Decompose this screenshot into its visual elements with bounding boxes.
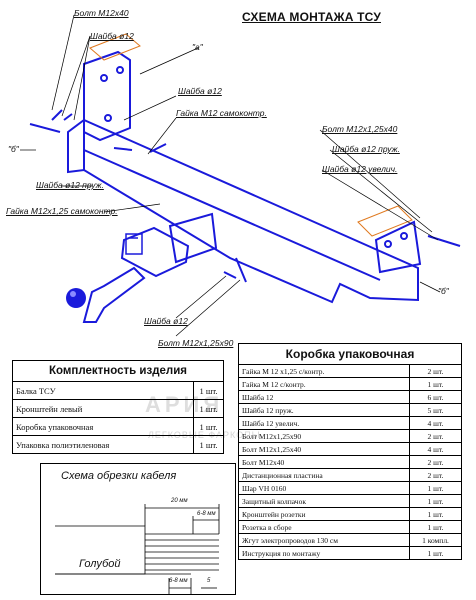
item-name: Шайба 12 пруж.	[238, 403, 410, 417]
label-washer-12-mid: Шайба ø12	[178, 86, 222, 96]
item-name: Упаковка полиэтиленовая	[12, 435, 194, 454]
item-name: Жгут электропроводов 130 см	[238, 533, 410, 547]
page-title: СХЕМА МОНТАЖА ТСУ	[242, 10, 381, 24]
leader-lines	[20, 14, 441, 337]
wire-color-label: Голубой	[79, 558, 121, 570]
label-bolt-m12x125x90: Болт М12х1,25х90	[158, 338, 234, 348]
item-qty: 1 шт.	[193, 417, 224, 436]
socket-bracket	[125, 233, 143, 255]
item-qty: 1 шт.	[409, 520, 462, 534]
packing-box-title: Коробка упаковочная	[238, 343, 462, 364]
item-name: Защитный колпачок	[238, 494, 410, 508]
distance-plates	[89, 33, 413, 237]
ball-mount	[82, 212, 218, 323]
dim-total: 20 мм	[171, 498, 188, 504]
label-washer-12-spring-right: Шайба ø12 пруж.	[332, 144, 400, 154]
dim-strip: 6-8 мм	[197, 511, 216, 517]
item-name: Балка ТСУ	[12, 381, 194, 400]
item-qty: 1 шт.	[409, 546, 462, 560]
item-name: Гайка М 12 с/контр.	[238, 377, 410, 391]
item-qty: 4 шт.	[409, 416, 462, 430]
label-bolt-m12x125x40: Болт М12х1,25х40	[322, 124, 398, 134]
item-name: Шайба 12	[238, 390, 410, 404]
label-washer-12-enlarged: Шайба ø12 увелич.	[322, 164, 398, 174]
item-name: Кронштейн левый	[12, 399, 194, 418]
item-name: Кронштейн розетки	[238, 507, 410, 521]
item-name: Дистанционная пластина	[238, 468, 410, 482]
bolts	[29, 109, 461, 283]
item-qty: 5 шт.	[409, 403, 462, 417]
item-name: Коробка упаковочная	[12, 417, 194, 436]
item-name: Инструкция по монтажу	[238, 546, 410, 560]
item-name: Гайка М 12 х1,25 с/контр.	[238, 364, 410, 378]
cable-cut-scheme: Схема обрезки кабеля 20 мм 6-8 мм	[40, 463, 236, 595]
label-washer-12-top: Шайба ø12	[90, 31, 134, 41]
dim-strip-bottom: 6-8 мм	[169, 578, 188, 584]
label-nut-m12-self: Гайка М12 самоконтр.	[176, 108, 267, 118]
label-washer-12-spring-left: Шайба ø12 пруж.	[36, 180, 104, 190]
label-mark-b-right: "б"	[438, 286, 449, 296]
table-row: Гайка М 12 с/контр.1 шт.	[238, 377, 462, 391]
dim-five: 5	[207, 578, 211, 584]
item-qty: 1 шт.	[409, 507, 462, 521]
item-name: Болт М12х1,25х90	[238, 429, 410, 443]
item-name: Розетка в сборе	[238, 520, 410, 534]
packing-box-table: Коробка упаковочная Гайка М 12 х1,25 с/к…	[238, 343, 462, 560]
right-bracket	[374, 220, 422, 274]
table-row: Гайка М 12 х1,25 с/контр.2 шт.	[238, 364, 462, 378]
item-qty: 1 компл.	[409, 533, 462, 547]
item-qty: 1 шт.	[193, 399, 224, 418]
item-qty: 2 шт.	[409, 429, 462, 443]
item-name: Шайба 12 увелич.	[238, 416, 410, 430]
label-nut-m12x125-self: Гайка М12х1,25 самоконтр.	[6, 206, 118, 216]
item-qty: 1 шт.	[193, 435, 224, 454]
item-qty: 4 шт.	[409, 442, 462, 456]
label-washer-12-bottom: Шайба ø12	[144, 316, 188, 326]
item-qty: 6 шт.	[409, 390, 462, 404]
left-bracket	[83, 50, 131, 142]
item-qty: 1 шт.	[409, 494, 462, 508]
label-bolt-m12x40: Болт М12х40	[74, 8, 129, 18]
cable-drawing	[55, 504, 220, 594]
label-mark-a: "а"	[192, 42, 203, 52]
tow-ball	[66, 288, 86, 308]
item-qty: 1 шт.	[409, 481, 462, 495]
item-qty: 2 шт.	[409, 455, 462, 469]
item-qty: 1 шт.	[193, 381, 224, 400]
completeness-title: Комплектность изделия	[12, 360, 224, 381]
item-name: Болт М12х1,25х40	[238, 442, 410, 456]
item-name: Болт М12х40	[238, 455, 410, 469]
cable-scheme-title: Схема обрезки кабеля	[61, 470, 177, 482]
item-qty: 2 шт.	[409, 364, 462, 378]
item-qty: 1 шт.	[409, 377, 462, 391]
item-name: Шар VH 0160	[238, 481, 410, 495]
table-row: Шайба 12 увелич.4 шт.	[238, 416, 462, 430]
table-row: Шайба 12 пруж.5 шт.	[238, 403, 462, 417]
item-qty: 2 шт.	[409, 468, 462, 482]
label-mark-b-left: "б"	[8, 144, 19, 154]
